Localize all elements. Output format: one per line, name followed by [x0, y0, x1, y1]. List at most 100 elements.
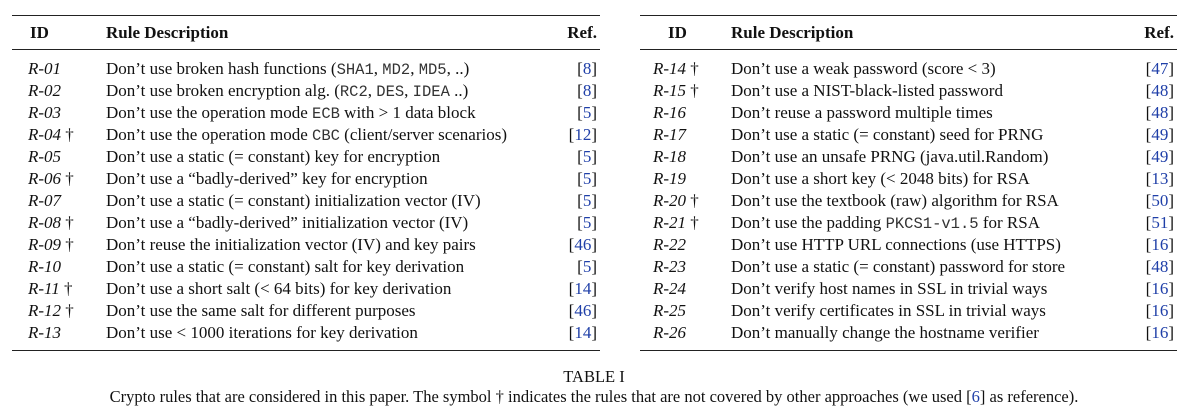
rule-id: R-11 † [28, 278, 73, 300]
citation-link[interactable]: 12 [574, 125, 592, 144]
table-row: R-18 Don’t use an unsafe PRNG (java.util.… [640, 146, 1177, 168]
citation-link[interactable]: 5 [582, 191, 592, 210]
reference: [16] [1145, 301, 1174, 320]
code-term: CBC [312, 127, 340, 145]
rule-description: Don’t use a short salt (< 64 bits) for k… [106, 278, 451, 300]
citation-link[interactable]: 13 [1151, 169, 1169, 188]
rule-description: Don’t use the operation mode CBC (client… [106, 124, 507, 147]
citation-link[interactable]: 5 [582, 169, 592, 188]
citation-link[interactable]: 16 [1151, 323, 1169, 342]
rule-id: R-19 [653, 168, 686, 190]
citation-link[interactable]: 46 [574, 301, 592, 320]
rule-id: R-14 † [653, 58, 699, 80]
rule-description: Don’t use a short key (< 2048 bits) for … [731, 168, 1030, 190]
rule-id-text: R-10 [28, 257, 62, 276]
description-text: Don’t use a static (= constant) password… [731, 257, 1066, 276]
reference: [47] [1145, 59, 1174, 78]
rule-id: R-18 [653, 146, 686, 168]
table-row: R-13 Don’t use < 1000 iterations for key … [12, 322, 600, 344]
table-row: R-14 † Don’t use a weak password (score <… [640, 58, 1177, 80]
table-row: R-04 †Don’t use the operation mode CBC (… [12, 124, 600, 146]
description-text: , [410, 59, 419, 78]
reference: [46] [568, 235, 597, 254]
citation-link[interactable]: 14 [574, 279, 592, 298]
citation-link[interactable]: 14 [574, 323, 592, 342]
dagger-mark: † [65, 213, 74, 232]
description-text: Don’t use a static (= constant) key for … [106, 147, 441, 166]
rule-id: R-21 † [653, 212, 699, 234]
reference: [50] [1145, 191, 1174, 210]
citation-link[interactable]: 8 [582, 59, 592, 78]
description-text: ..) [449, 81, 469, 100]
description-text: for RSA [978, 213, 1040, 232]
citation-link[interactable]: 51 [1151, 213, 1169, 232]
citation-link[interactable]: 5 [582, 147, 592, 166]
code-term: MD2 [382, 61, 411, 79]
rule-description: Don’t use a static (= constant) seed for… [731, 124, 1043, 146]
dagger-mark: † [64, 279, 73, 298]
mid-rule [640, 49, 1177, 50]
citation-link[interactable]: 5 [582, 257, 592, 276]
rule-description: Don’t use a weak password (score < 3) [731, 58, 996, 80]
citation-link[interactable]: 16 [1151, 279, 1169, 298]
rule-id-text: R-08 [28, 213, 62, 232]
citation-link[interactable]: 5 [582, 213, 592, 232]
rule-id: R-06 † [28, 168, 74, 190]
citation-link[interactable]: 5 [582, 103, 592, 122]
dagger-mark: † [690, 213, 699, 232]
citation-link[interactable]: 48 [1151, 103, 1169, 122]
rule-id-text: R-16 [653, 103, 687, 122]
rule-description: Don’t use the same salt for different pu… [106, 300, 416, 322]
citation-link[interactable]: 48 [1151, 257, 1169, 276]
rule-id: R-15 † [653, 80, 699, 102]
caption-text-after: ] as reference). [979, 387, 1079, 406]
reference: [48] [1145, 103, 1174, 122]
rule-description: Don’t verify host names in SSL in trivia… [731, 278, 1047, 300]
citation-link[interactable]: 48 [1151, 81, 1169, 100]
caption-text: Crypto rules that are considered in this… [0, 387, 1188, 407]
header-id: ID [668, 23, 687, 42]
rule-description: Don’t use a “badly-derived” initializati… [106, 212, 468, 234]
dagger-mark: † [65, 169, 74, 188]
description-text: Don’t use HTTP URL connections (use HTTP… [731, 235, 1061, 254]
description-text: Don’t verify host names in SSL in trivia… [731, 279, 1048, 298]
rule-id-text: R-25 [653, 301, 687, 320]
citation-link[interactable]: 49 [1151, 147, 1169, 166]
rule-description: Don’t use broken hash functions (SHA1, M… [106, 58, 469, 81]
rule-description: Don’t use an unsafe PRNG (java.util.Rand… [731, 146, 1048, 168]
code-term: ECB [312, 105, 340, 123]
description-text: , ..) [446, 59, 470, 78]
reference: [16] [1145, 279, 1174, 298]
header-description: Rule Description [731, 23, 854, 42]
citation-link[interactable]: 47 [1151, 59, 1169, 78]
dagger-mark: † [690, 191, 699, 210]
reference: [8] [577, 59, 597, 78]
citation-link[interactable]: 16 [1151, 235, 1169, 254]
code-term: IDEA [412, 83, 450, 101]
rule-id-text: R-14 [653, 59, 687, 78]
reference: [16] [1145, 323, 1174, 342]
reference: [48] [1145, 81, 1174, 100]
rule-description: Don’t use the textbook (raw) algorithm f… [731, 190, 1059, 212]
reference: [8] [577, 81, 597, 100]
rule-id-text: R-15 [653, 81, 687, 100]
code-term: MD5 [418, 61, 447, 79]
rule-id: R-13 [28, 322, 61, 344]
rule-id: R-26 [653, 322, 686, 344]
rule-id-text: R-22 [653, 235, 687, 254]
citation-link[interactable]: 49 [1151, 125, 1169, 144]
description-text: with > 1 data block [339, 103, 476, 122]
code-term: DES [376, 83, 405, 101]
citation-link[interactable]: 46 [574, 235, 592, 254]
header-ref: Ref. [567, 23, 597, 42]
rule-id-text: R-03 [28, 103, 62, 122]
description-text: Don’t use < 1000 iterations for key deri… [106, 323, 418, 342]
caption-citation-link[interactable]: 6 [971, 387, 980, 406]
rule-description: Don’t use the padding PKCS1-v1.5 for RSA [731, 212, 1040, 235]
citation-link[interactable]: 8 [582, 81, 592, 100]
citation-link[interactable]: 16 [1151, 301, 1169, 320]
description-text: Don’t use a NIST-black-listed password [731, 81, 1003, 100]
citation-link[interactable]: 50 [1151, 191, 1169, 210]
